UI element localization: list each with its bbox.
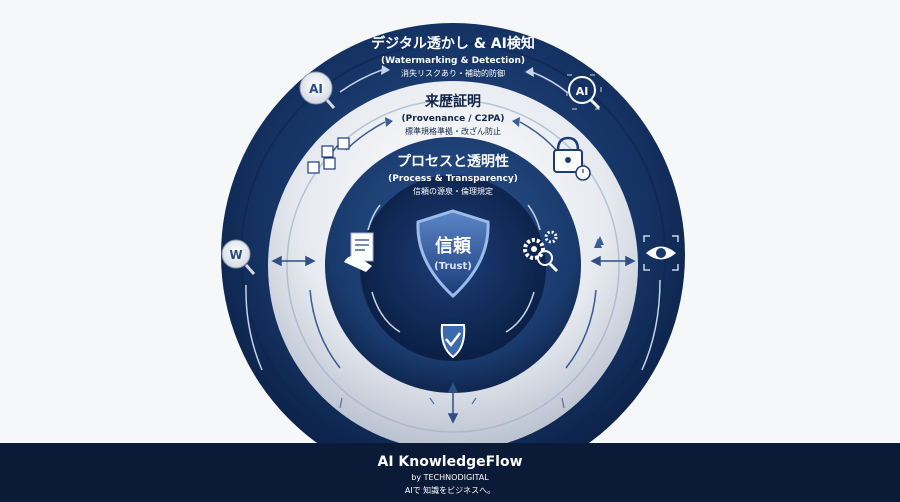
outer-ring-desc: 消失リスクあり・補助的防御 <box>401 68 505 78</box>
footer-tagline: AIで 知識をビジネスへ。 <box>404 486 496 495</box>
ai-magnifier-right-icon: AI <box>566 74 602 110</box>
outer-ring-title: デジタル透かし & AI検知 <box>371 35 535 52</box>
padlock-clock-icon <box>553 136 591 181</box>
watermark-w-icon: W <box>221 239 256 275</box>
footer-byline: by TECHNODIGITAL <box>411 473 489 482</box>
outer-ring-arrows <box>245 69 661 371</box>
bottom-ticks <box>339 397 565 409</box>
ai-magnifier-left-icon: AI <box>299 71 336 109</box>
svg-text:AI: AI <box>576 85 589 98</box>
footer-brand: AI KnowledgeFlow <box>377 454 523 470</box>
middle-ring-title: 来歴証明 <box>424 93 481 110</box>
svg-text:AI: AI <box>309 82 323 96</box>
middle-ring-track <box>286 99 620 433</box>
gears-magnifier-icon <box>523 230 559 273</box>
vertical-arrow <box>447 382 459 424</box>
check-shield-icon <box>440 324 466 359</box>
trust-shield-icon: 信頼 (Trust) <box>416 209 490 299</box>
core-title: 信頼 <box>435 235 472 257</box>
svg-text:W: W <box>229 248 242 262</box>
inner-ring-subtitle: (Process & Transparency) <box>388 174 518 184</box>
document-hand-icon <box>344 232 374 272</box>
core-subtitle: (Trust) <box>434 261 472 272</box>
middle-arrow-heads <box>385 117 604 248</box>
middle-ring-desc: 標準規格準拠・改ざん防止 <box>405 126 501 136</box>
outer-ring-subtitle: (Watermarking & Detection) <box>381 56 525 66</box>
inner-ring-arrows <box>367 204 541 333</box>
inner-ring-title: プロセスと透明性 <box>397 153 509 170</box>
inner-ring-desc: 信頼の源泉・倫理規定 <box>413 186 493 196</box>
horizontal-arrows <box>271 255 636 267</box>
blockchain-blocks-icon <box>307 137 350 174</box>
middle-ring-subtitle: (Provenance / C2PA) <box>402 114 505 124</box>
eye-scan-icon <box>643 235 679 271</box>
footer-bar: AI KnowledgeFlow by TECHNODIGITAL AIで 知識… <box>0 443 900 502</box>
arrow-heads <box>381 65 534 77</box>
